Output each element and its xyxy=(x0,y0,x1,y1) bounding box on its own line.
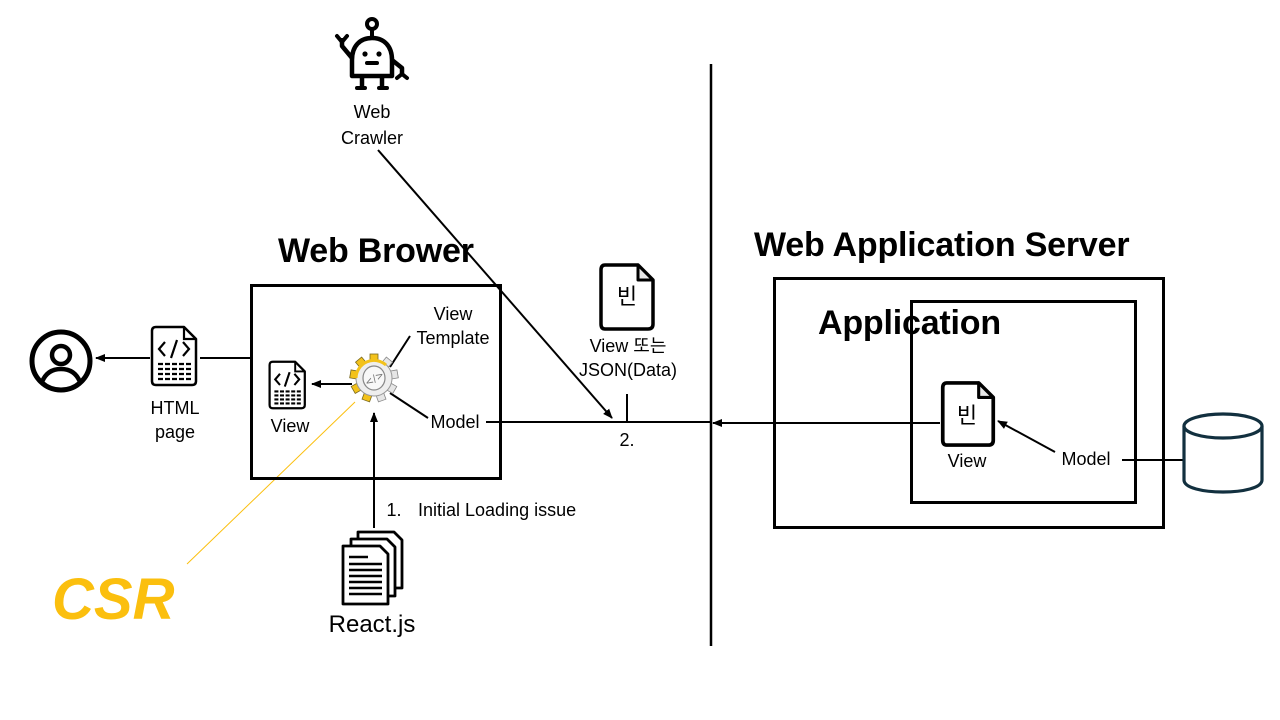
response-document-icon xyxy=(599,263,655,331)
react-label: React.js xyxy=(328,611,416,638)
browser-view-label: View xyxy=(270,416,310,436)
template-label-line2: Template xyxy=(416,328,490,348)
browser-box xyxy=(250,284,502,480)
model-pointer xyxy=(389,392,429,419)
application-box xyxy=(910,300,1137,504)
html-page-icon xyxy=(150,325,198,387)
browser-view-icon xyxy=(268,360,306,410)
documents-stack-icon xyxy=(341,530,404,606)
robot-icon xyxy=(335,17,409,90)
browser-title: Web Brower xyxy=(278,232,474,270)
csr-pointer-line xyxy=(186,401,356,565)
response-label-line2: JSON(Data) xyxy=(578,360,677,380)
server-box xyxy=(773,277,1165,529)
response-icon-glyph: 빈 xyxy=(616,285,638,310)
database-icon xyxy=(1182,412,1264,494)
response-step-label: 2. xyxy=(619,430,635,450)
csr-label: CSR xyxy=(52,567,175,632)
response-label-line1: View 또는 xyxy=(589,336,667,356)
server-title: Web Application Server xyxy=(754,226,1130,264)
application-title: Application xyxy=(818,304,1001,342)
server-model-label: Model xyxy=(1061,449,1111,469)
crawler-label-line1: Web xyxy=(353,102,391,122)
server-view-icon-glyph: 빈 xyxy=(956,404,978,429)
server-view-document-icon xyxy=(940,381,996,447)
server-model-to-view-arrow xyxy=(997,420,1056,453)
server-view-label: View xyxy=(947,451,987,471)
user-circle-icon xyxy=(29,329,93,393)
browser-model-label: Model xyxy=(430,412,480,432)
react-step-label: Initial Loading issue xyxy=(418,500,577,520)
react-step-number: 1. xyxy=(386,500,402,520)
template-label-line1: View xyxy=(433,304,473,324)
template-pointer xyxy=(389,335,411,368)
html-page-label-line2: page xyxy=(154,422,196,442)
crawler-label-line2: Crawler xyxy=(340,128,403,148)
gear-icon: </> xyxy=(349,353,399,403)
html-page-label-line1: HTML xyxy=(150,398,200,418)
